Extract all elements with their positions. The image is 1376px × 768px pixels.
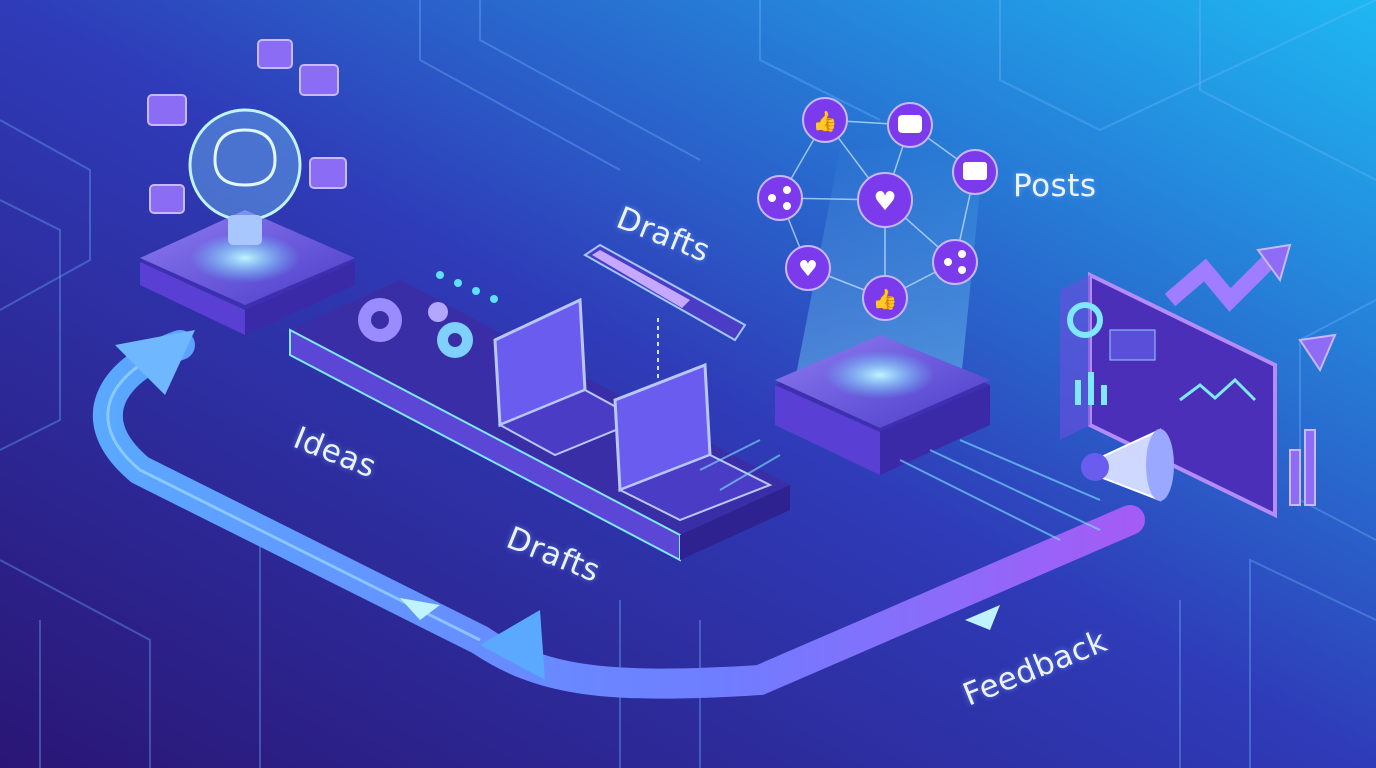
laptop-icon — [493, 297, 773, 522]
data-streams — [699, 439, 1101, 541]
share-icon — [932, 239, 978, 285]
loop-arrow-icon — [93, 330, 1145, 699]
conveyor-belt — [289, 243, 790, 562]
like-icon: 👍 — [862, 275, 908, 321]
progress-bar — [583, 243, 747, 342]
heart-icon: ♥ — [857, 172, 913, 228]
gear-icon — [358, 298, 473, 358]
comment-icon — [887, 102, 933, 148]
heart-icon: ♥ — [785, 245, 831, 291]
megaphone-icon — [1081, 428, 1174, 502]
chat-bubble-icon — [147, 39, 347, 214]
comment-icon — [952, 149, 998, 195]
like-icon: 👍 — [802, 97, 848, 143]
social-nodes: 👍 ♥ ♥ 👍 — [757, 97, 998, 321]
posts-platform: 👍 ♥ ♥ 👍 — [699, 97, 1101, 541]
svg-text:👍: 👍 — [813, 109, 838, 133]
svg-text:👍: 👍 — [873, 287, 898, 311]
svg-text:♥: ♥ — [873, 187, 896, 217]
ideas-platform — [140, 39, 355, 335]
label-posts: Posts — [1013, 168, 1097, 204]
svg-text:♥: ♥ — [798, 257, 818, 282]
growth-arrow-icon — [1164, 243, 1337, 506]
analytics-dashboard — [1060, 243, 1337, 519]
lightbulb-brain-icon — [188, 108, 302, 245]
dashboard-chart-icon — [1067, 302, 1257, 405]
share-icon — [757, 175, 803, 221]
